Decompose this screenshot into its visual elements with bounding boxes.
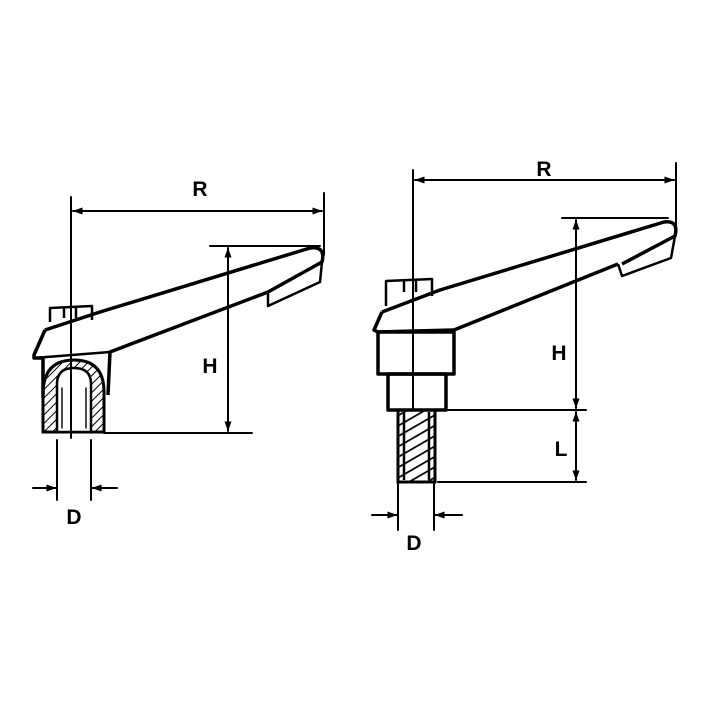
female-thread-insert-section: [41, 358, 106, 434]
dimension-lines: [32, 192, 325, 501]
height-label: H: [202, 355, 217, 378]
reach-label: R: [192, 178, 207, 201]
reach-label: R: [536, 158, 551, 181]
hub-body: [376, 330, 456, 412]
dimension-lines: [371, 162, 677, 531]
diameter-label: D: [406, 532, 421, 555]
clamping-screw-head: [384, 277, 434, 306]
handle-male-thread-figure: R H L D: [371, 158, 678, 555]
lever-handle: [372, 220, 678, 334]
diameter-label: D: [66, 506, 81, 529]
threaded-stud-section: [396, 408, 437, 484]
handle-female-thread-figure: R H D: [32, 178, 325, 529]
height-label: H: [551, 342, 566, 365]
length-label: L: [555, 438, 568, 461]
